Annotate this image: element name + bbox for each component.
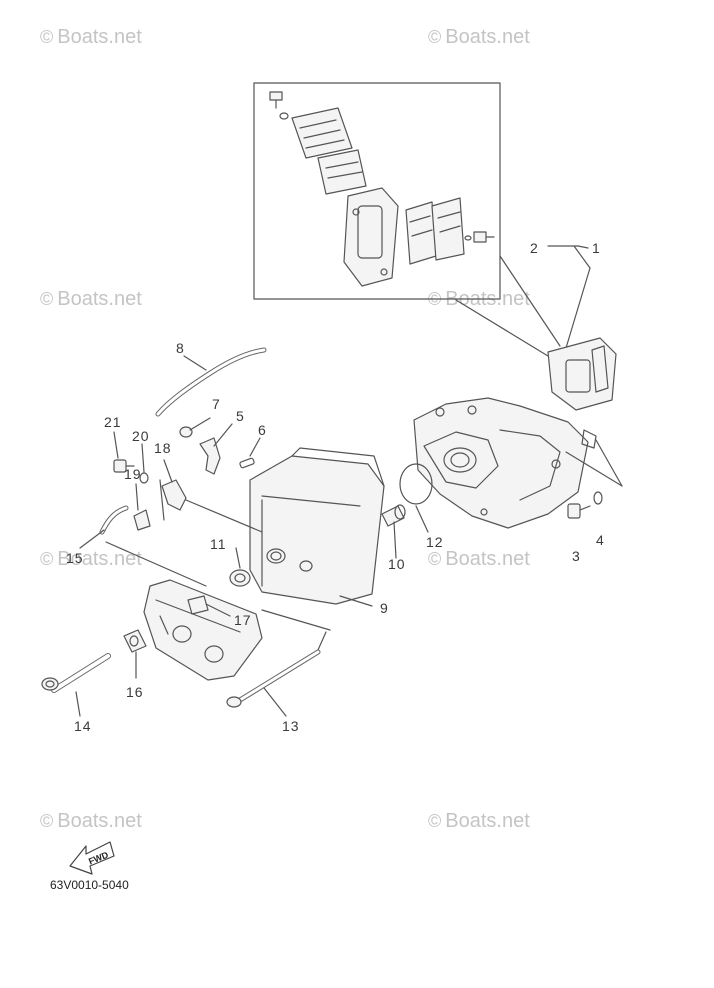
- callout-12: 12: [426, 534, 444, 550]
- callout-6: 6: [258, 422, 267, 438]
- callout-16: 16: [126, 684, 144, 700]
- bolt-part-3[interactable]: [567, 503, 591, 519]
- watermark: ©Boats.net: [428, 26, 530, 48]
- lever-part-18[interactable]: [161, 459, 187, 511]
- callout-20: 20: [132, 428, 150, 444]
- inset-frame: [253, 82, 501, 300]
- callout-11: 11: [210, 536, 227, 552]
- washer-part-4[interactable]: [593, 491, 603, 505]
- washer-part-20[interactable]: [139, 443, 149, 484]
- grommet-part-11[interactable]: [229, 569, 251, 587]
- callout-19: 19: [124, 466, 142, 482]
- callout-21: 21: [104, 414, 122, 430]
- reed-stopper-plate[interactable]: [291, 107, 353, 159]
- bolt-part-21[interactable]: [113, 431, 135, 473]
- callout-10: 10: [388, 556, 406, 572]
- watermark: ©Boats.net: [40, 26, 142, 48]
- watermark: ©Boats.net: [428, 810, 530, 832]
- callout-4: 4: [596, 532, 605, 548]
- callout-1: 1: [592, 240, 601, 256]
- reed-valve-body[interactable]: [343, 187, 399, 287]
- leader-3-4: [565, 439, 623, 487]
- clip-part-7[interactable]: [179, 417, 211, 438]
- hose-part-8[interactable]: [155, 347, 267, 417]
- assembly-lines: [105, 479, 263, 587]
- clip-part-19[interactable]: [133, 483, 151, 531]
- bracket-part-5[interactable]: [199, 423, 233, 475]
- watermark: ©Boats.net: [40, 288, 142, 310]
- leader-line: [499, 255, 561, 347]
- o-ring-part-12[interactable]: [399, 463, 433, 505]
- leader-lines-mid: [235, 505, 429, 607]
- lower-cover[interactable]: [143, 579, 263, 681]
- silencer-housing-part-9[interactable]: [249, 447, 385, 605]
- callout-3: 3: [572, 548, 581, 564]
- reed-valve-assembly-part[interactable]: [547, 337, 617, 411]
- callout-9: 9: [380, 600, 389, 616]
- hose-part-15[interactable]: [79, 505, 129, 549]
- grommet-part-16[interactable]: [123, 629, 147, 679]
- plug-part-10[interactable]: [381, 504, 406, 527]
- callout-5: 5: [236, 408, 245, 424]
- reed-petal[interactable]: [317, 149, 367, 195]
- watermark: ©Boats.net: [40, 810, 142, 832]
- watermark: ©Boats.net: [40, 548, 142, 570]
- callout-15: 15: [66, 550, 84, 566]
- callout-17: 17: [234, 612, 252, 628]
- crankcase-block[interactable]: [413, 397, 597, 529]
- watermark: ©Boats.net: [428, 548, 530, 570]
- assembly-lines-lower: [261, 609, 331, 651]
- leader-1-2: [547, 245, 591, 349]
- diagram-code: 63V0010-5040: [50, 878, 129, 892]
- bolt-part-13[interactable]: [226, 649, 321, 717]
- reed-screw-right[interactable]: [464, 231, 495, 243]
- callout-8: 8: [176, 340, 185, 356]
- callout-7: 7: [212, 396, 221, 412]
- callout-2: 2: [530, 240, 539, 256]
- reed-valve-inset: [253, 82, 561, 357]
- reed-screw-top[interactable]: [269, 91, 289, 120]
- callout-18: 18: [154, 440, 172, 456]
- callout-13: 13: [282, 718, 300, 734]
- bolt-part-14[interactable]: [41, 653, 111, 717]
- leader-line: [455, 299, 549, 357]
- clip-part-17[interactable]: [187, 595, 231, 617]
- fwd-arrow-icon: FWD: [69, 841, 115, 875]
- pin-part-6[interactable]: [239, 437, 261, 469]
- reed-valve-plate-right[interactable]: [405, 197, 465, 265]
- callout-14: 14: [74, 718, 92, 734]
